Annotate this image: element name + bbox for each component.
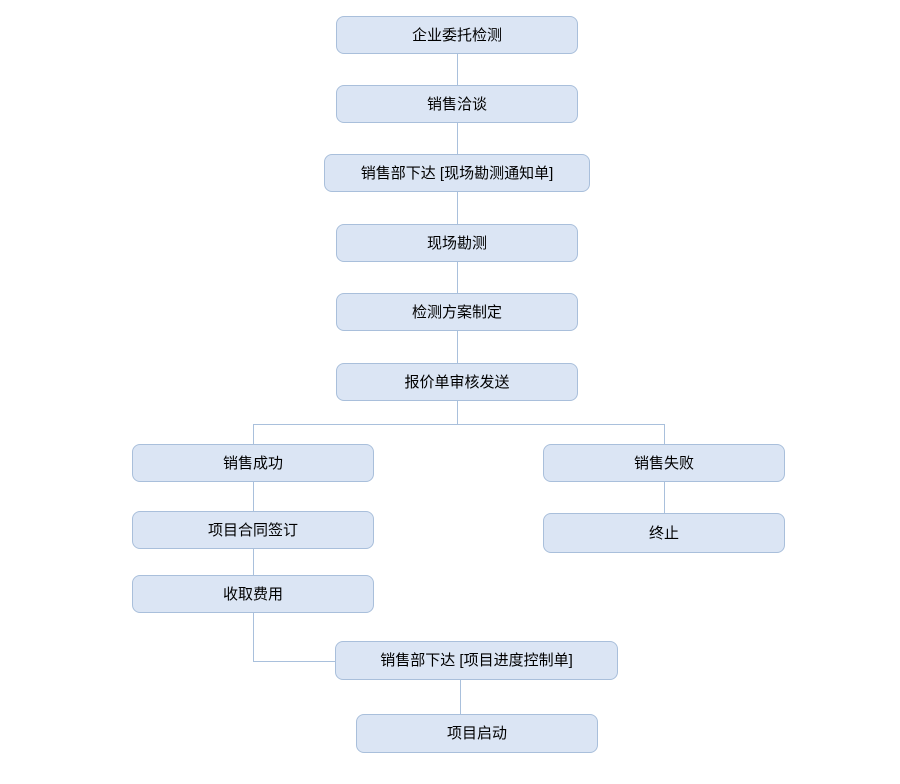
- flow-node-project-launch: 项目启动: [356, 714, 598, 753]
- connector-quotation-down-stem: [457, 401, 458, 424]
- connector-commission-to-negotiation: [457, 54, 458, 85]
- node-label: 现场勘测: [426, 234, 487, 252]
- flow-node-sales-success: 销售成功: [132, 444, 374, 482]
- flow-node-enterprise-commission-testing: 企业委托检测: [336, 16, 578, 54]
- flow-node-sales-failure: 销售失败: [543, 444, 785, 482]
- node-label: 销售失败: [633, 454, 694, 472]
- flow-node-sales-dept-issue-progress-control-sheet: 销售部下达 [项目进度控制单]: [335, 641, 618, 680]
- node-label: 项目启动: [446, 725, 507, 742]
- connector-contract-to-fees: [253, 549, 254, 575]
- flow-node-site-survey: 现场勘测: [336, 224, 578, 262]
- node-label: 报价单审核发送: [404, 373, 510, 391]
- flow-node-sales-negotiation: 销售洽谈: [336, 85, 578, 123]
- connector-branch-drop-right: [664, 424, 665, 444]
- node-label: 销售洽谈: [426, 95, 487, 113]
- node-label: 销售部下达 [项目进度控制单]: [380, 652, 573, 669]
- flow-node-sales-dept-issue-site-survey-notice: 销售部下达 [现场勘测通知单]: [324, 154, 590, 192]
- connector-success-to-contract: [253, 482, 254, 511]
- flow-node-terminate: 终止: [543, 513, 785, 553]
- node-label: 检测方案制定: [411, 303, 502, 321]
- connector-negotiation-to-survey-notice: [457, 123, 458, 154]
- connector-control-sheet-to-launch: [460, 680, 461, 714]
- flow-node-project-contract-signing: 项目合同签订: [132, 511, 374, 549]
- connector-failure-to-terminate: [664, 482, 665, 513]
- connector-fees-elbow-vertical: [253, 613, 254, 661]
- flow-node-quotation-review-send: 报价单审核发送: [336, 363, 578, 401]
- flow-node-collect-fees: 收取费用: [132, 575, 374, 613]
- flow-node-testing-plan-formulation: 检测方案制定: [336, 293, 578, 331]
- connector-fees-elbow-horizontal: [253, 661, 335, 662]
- node-label: 企业委托检测: [411, 26, 502, 44]
- connector-plan-to-quotation: [457, 331, 458, 363]
- node-label: 终止: [648, 524, 679, 542]
- connector-survey-notice-to-site-survey: [457, 192, 458, 224]
- connector-branch-drop-left: [253, 424, 254, 444]
- node-label: 销售部下达 [现场勘测通知单]: [360, 164, 554, 182]
- connector-site-survey-to-plan: [457, 262, 458, 293]
- node-label: 销售成功: [222, 454, 283, 472]
- node-label: 项目合同签订: [207, 521, 298, 539]
- connector-branch-horizontal: [253, 424, 664, 425]
- node-label: 收取费用: [222, 585, 283, 603]
